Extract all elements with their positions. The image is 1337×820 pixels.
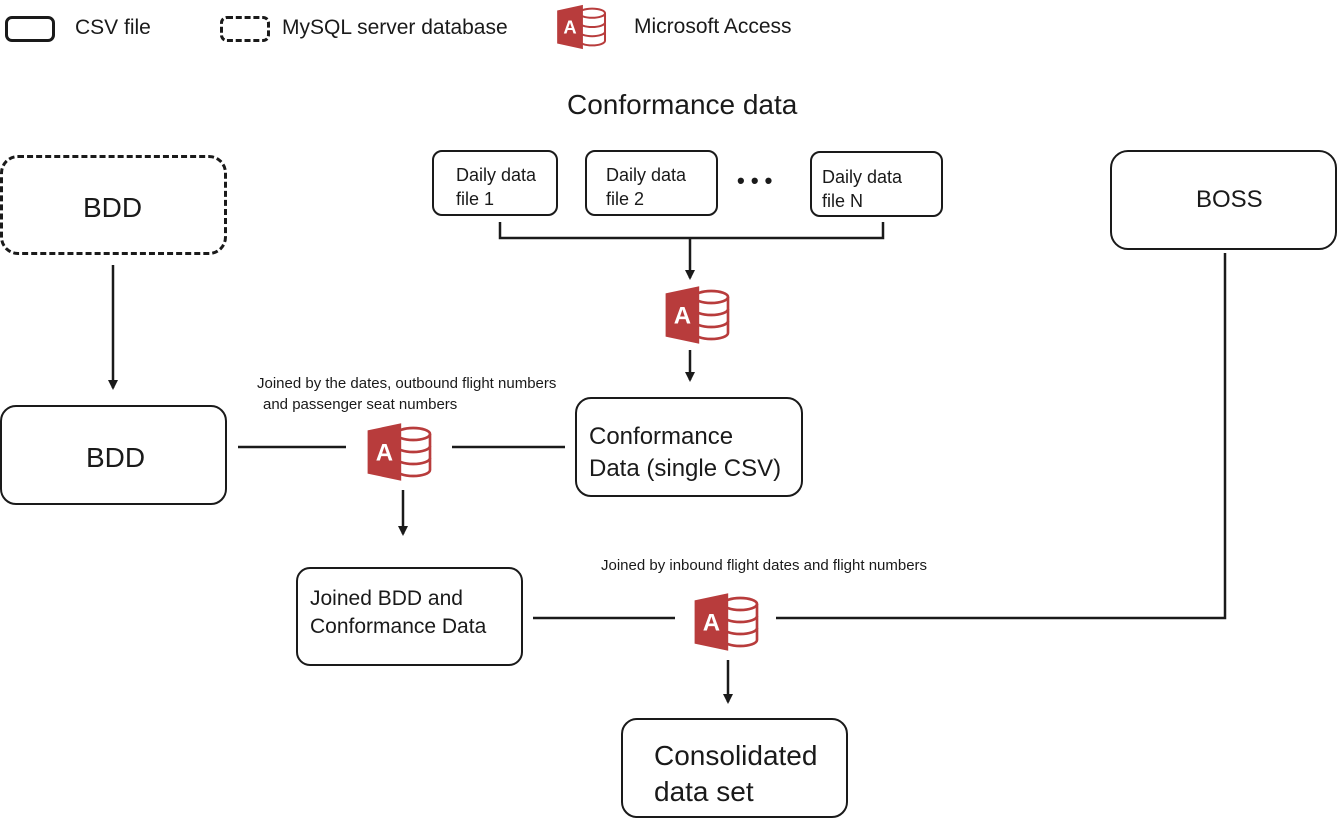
daily-file-2-line2: file 2 [606,189,645,209]
legend-access-icon: A [554,4,610,55]
joined-data-line2: Conformance Data [310,615,487,638]
daily-file-2-line1: Daily data [606,165,687,185]
legend-access-label: Microsoft Access [634,15,792,38]
daily-file-1-line1: Daily data [456,165,537,185]
line-boss-to-join2 [776,253,1227,620]
daily-file-n-line2: file N [822,191,864,211]
svg-text:A: A [674,302,691,329]
conformance-title: Conformance data [567,89,798,120]
joined-data-box: Joined BDD and Conformance Data [296,567,523,666]
legend-csv-label: CSV file [75,16,151,39]
boss-label: BOSS [1196,186,1263,213]
join1-annotation-line1: Joined by the dates, outbound flight num… [257,375,557,392]
joined-data-line1: Joined BDD and [310,587,463,610]
consolidated-line1: Consolidated [654,740,818,771]
daily-file-n-line1: Daily data [822,167,903,187]
legend-csv-swatch [5,16,55,42]
daily-file-1-line2: file 1 [456,189,495,209]
daily-file-1-box: Daily data file 1 [432,150,558,216]
bdd-csv-label: BDD [86,442,146,473]
bdd-database-box: BDD [0,155,227,255]
ellipsis: • • • [737,168,773,193]
conformance-single-csv-line2: Data (single CSV) [589,455,782,482]
svg-text:A: A [563,16,576,37]
access-icon-join2: A [691,588,763,661]
boss-box: BOSS [1110,150,1337,250]
conformance-single-csv-box: Conformance Data (single CSV) [575,397,803,497]
join1-annotation-line2: and passenger seat numbers [263,396,458,413]
consolidated-box: Consolidated data set [621,718,848,818]
conformance-single-csv-line1: Conformance [589,423,734,450]
bracket-daily-files [498,222,885,240]
consolidated-line2: data set [654,776,754,807]
legend-mysql-swatch [220,16,270,42]
daily-file-n-box: Daily data file N [810,151,943,217]
svg-text:A: A [703,609,720,636]
join2-annotation: Joined by inbound flight dates and fligh… [601,557,928,574]
daily-file-2-box: Daily data file 2 [585,150,718,216]
access-icon-join1: A [364,418,436,491]
bdd-database-label: BDD [83,192,143,223]
access-icon-merge-files: A [662,281,734,354]
bdd-csv-box: BDD [0,405,227,505]
svg-text:A: A [376,439,393,466]
legend-mysql-label: MySQL server database [282,16,508,39]
